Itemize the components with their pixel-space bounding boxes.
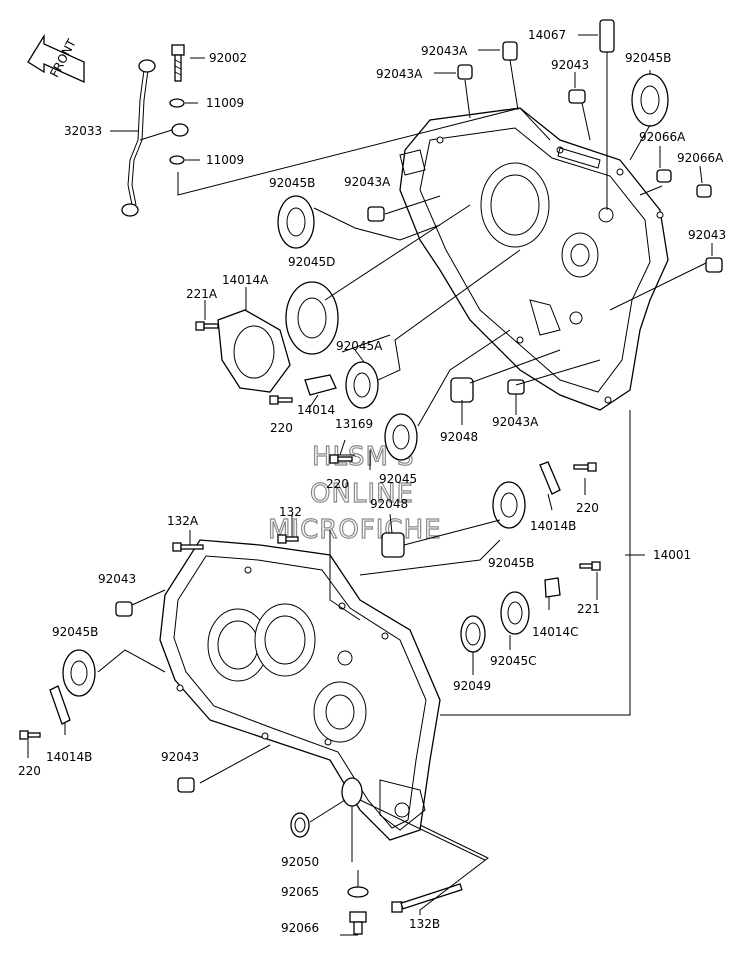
label-132A: 132A: [167, 514, 199, 528]
bearing-92045A: [345, 361, 379, 409]
bolt-220-c: [573, 462, 597, 472]
label-11009-a: 11009: [206, 96, 244, 110]
label-220-c: 220: [576, 501, 599, 515]
bolt-221: [579, 561, 601, 571]
watermark-line-1: HLSM'S: [312, 442, 415, 472]
label-14001: 14001: [653, 548, 691, 562]
bolt-220-a: [269, 395, 293, 405]
bolt-221A: [195, 321, 219, 331]
plate-14014B-right: [539, 461, 561, 495]
washer-11009-b: [169, 155, 185, 165]
label-220-a: 220: [270, 421, 293, 435]
label-92043A-4: 92043A: [492, 415, 539, 429]
label-14014C: 14014C: [532, 625, 579, 639]
seal-13169: [341, 777, 363, 807]
label-92043-top: 92043: [551, 58, 589, 72]
label-92045B-top: 92045B: [625, 51, 671, 65]
part-labels: 92002 11009 32033 11009 92043A 92043A 14…: [18, 28, 726, 935]
bolt-220-d: [19, 730, 41, 740]
plate-14014A: [217, 309, 291, 393]
label-92002: 92002: [209, 51, 247, 65]
bolt-132B: [391, 883, 463, 913]
label-92045B-mid: 92045B: [488, 556, 534, 570]
label-92045D: 92045D: [288, 255, 335, 269]
watermark-line-2: ONLINE: [310, 479, 414, 509]
label-221A: 221A: [186, 287, 218, 301]
seal-92049: [460, 615, 486, 653]
label-14014: 14014: [297, 403, 335, 417]
label-220-b: 220: [326, 477, 349, 491]
front-arrow-icon: FRONT: [27, 33, 85, 84]
dowel-92043A-3: [367, 206, 385, 222]
label-132: 132: [279, 505, 302, 519]
label-92045C: 92045C: [490, 654, 537, 668]
bearing-92045B-left: [277, 195, 315, 249]
label-221: 221: [577, 602, 600, 616]
label-13169: 13169: [335, 417, 373, 431]
watermark: HLSM'S ONLINE MICROFICHE: [267, 441, 441, 545]
label-32033: 32033: [64, 124, 102, 138]
label-92066: 92066: [281, 921, 319, 935]
label-14014B-right: 14014B: [530, 519, 576, 533]
label-92043-low: 92043: [161, 750, 199, 764]
label-11009-b: 11009: [206, 153, 244, 167]
label-92043A-3: 92043A: [344, 175, 391, 189]
oil-pipe-32033: [121, 59, 189, 217]
label-92045A: 92045A: [336, 339, 383, 353]
dowel-92043A-2: [457, 64, 473, 80]
plate-14014C: [544, 577, 561, 598]
label-92045B-lowleft: 92045B: [52, 625, 98, 639]
label-92065: 92065: [281, 885, 319, 899]
label-92050: 92050: [281, 855, 319, 869]
leader-lines: [27, 34, 713, 936]
label-14067: 14067: [528, 28, 566, 42]
label-92043-right: 92043: [688, 228, 726, 242]
sleeve-14067: [599, 19, 615, 53]
collar-92048-b: [381, 532, 405, 558]
label-92045: 92045: [379, 472, 417, 486]
bearing-92045B-lowleft: [62, 649, 96, 697]
cap-92066A-1: [656, 169, 672, 183]
dowel-92043-right: [705, 257, 723, 273]
collar-92048-a: [450, 377, 474, 403]
bearing-92045B-mid: [492, 481, 526, 529]
label-92043A-2: 92043A: [376, 67, 423, 81]
bolt-132A: [172, 542, 204, 552]
label-92066A-2: 92066A: [677, 151, 724, 165]
plate-14014B-left: [49, 685, 71, 725]
washer-92065: [347, 886, 369, 898]
label-92066A-1: 92066A: [639, 130, 686, 144]
seal-92050: [290, 812, 310, 838]
dowel-92043-low: [177, 777, 195, 793]
label-92045B-left: 92045B: [269, 176, 315, 190]
cap-92066A-2: [696, 184, 712, 198]
label-220-d: 220: [18, 764, 41, 778]
bearing-92045D: [285, 281, 339, 355]
washer-11009-a: [169, 98, 185, 108]
upper-crankcase-half: [399, 107, 669, 411]
lower-crankcase-half: [159, 539, 441, 841]
bolt-92002: [171, 44, 185, 82]
label-92048-a: 92048: [440, 430, 478, 444]
label-14014A: 14014A: [222, 273, 269, 287]
dowel-92043A-4: [507, 379, 525, 395]
label-92049: 92049: [453, 679, 491, 693]
label-132B: 132B: [409, 917, 440, 931]
label-14014B-left: 14014B: [46, 750, 92, 764]
dowel-92043-left: [115, 601, 133, 617]
label-92043A-1: 92043A: [421, 44, 468, 58]
label-92048-b: 92048: [370, 497, 408, 511]
dowel-92043A-1: [502, 41, 518, 61]
dowel-92043-top: [568, 89, 586, 104]
bearing-92045: [384, 413, 418, 461]
bearing-92045C: [500, 591, 530, 635]
drain-plug-92066: [349, 911, 367, 935]
plate-14014: [304, 374, 337, 396]
label-92043-left: 92043: [98, 572, 136, 586]
bearing-92045B-top: [631, 73, 669, 127]
